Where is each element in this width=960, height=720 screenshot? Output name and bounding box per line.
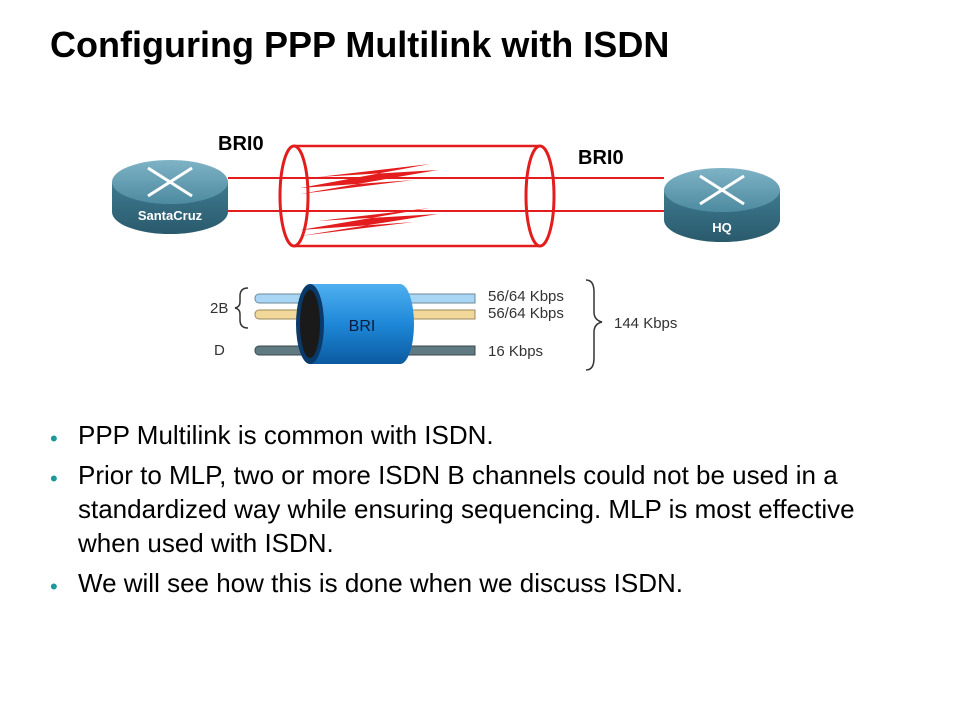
router-label-santacruz: SantaCruz (138, 208, 203, 223)
bullet-item: • PPP Multilink is common with ISDN. (48, 418, 908, 452)
network-diagram: SantaCruz HQ BRI0 BRI0 (112, 133, 780, 371)
lightning-bolt-icon (300, 208, 438, 236)
router-label-hq: HQ (712, 220, 732, 235)
bullet-dot-icon: • (50, 466, 58, 491)
bullet-dot-icon: • (50, 426, 58, 451)
multilink-tube (228, 144, 664, 248)
bullet-item: • We will see how this is done when we d… (48, 566, 908, 600)
bullet-text: Prior to MLP, two or more ISDN B channel… (78, 460, 855, 558)
brace-2b (234, 287, 249, 329)
bullet-dot-icon: • (50, 574, 58, 599)
interface-label-right: BRI0 (578, 147, 624, 169)
slide-title: Configuring PPP Multilink with ISDN (50, 24, 670, 65)
label-d: D (214, 342, 225, 359)
brace-total (585, 279, 603, 371)
router-arrows-icon (147, 166, 193, 198)
bullet-list: • PPP Multilink is common with ISDN. • P… (48, 418, 908, 606)
channel-rate-d: 16 Kbps (488, 343, 543, 360)
lightning-bolt-icon (300, 164, 438, 194)
channel-rate-b2: 56/64 Kbps (488, 305, 564, 322)
interface-label-left: BRI0 (218, 133, 264, 155)
bri-cable: BRI (254, 284, 476, 364)
router-hq: HQ (664, 168, 780, 242)
channel-rate-b1: 56/64 Kbps (488, 288, 564, 305)
router-arrows-icon (699, 174, 745, 206)
bullet-text: We will see how this is done when we dis… (78, 568, 683, 598)
cable-label: BRI (349, 318, 376, 335)
bullet-text: PPP Multilink is common with ISDN. (78, 420, 494, 450)
router-santacruz: SantaCruz (112, 160, 228, 234)
total-rate: 144 Kbps (614, 315, 677, 332)
label-2b: 2B (210, 300, 228, 317)
bullet-item: • Prior to MLP, two or more ISDN B chann… (48, 458, 908, 560)
